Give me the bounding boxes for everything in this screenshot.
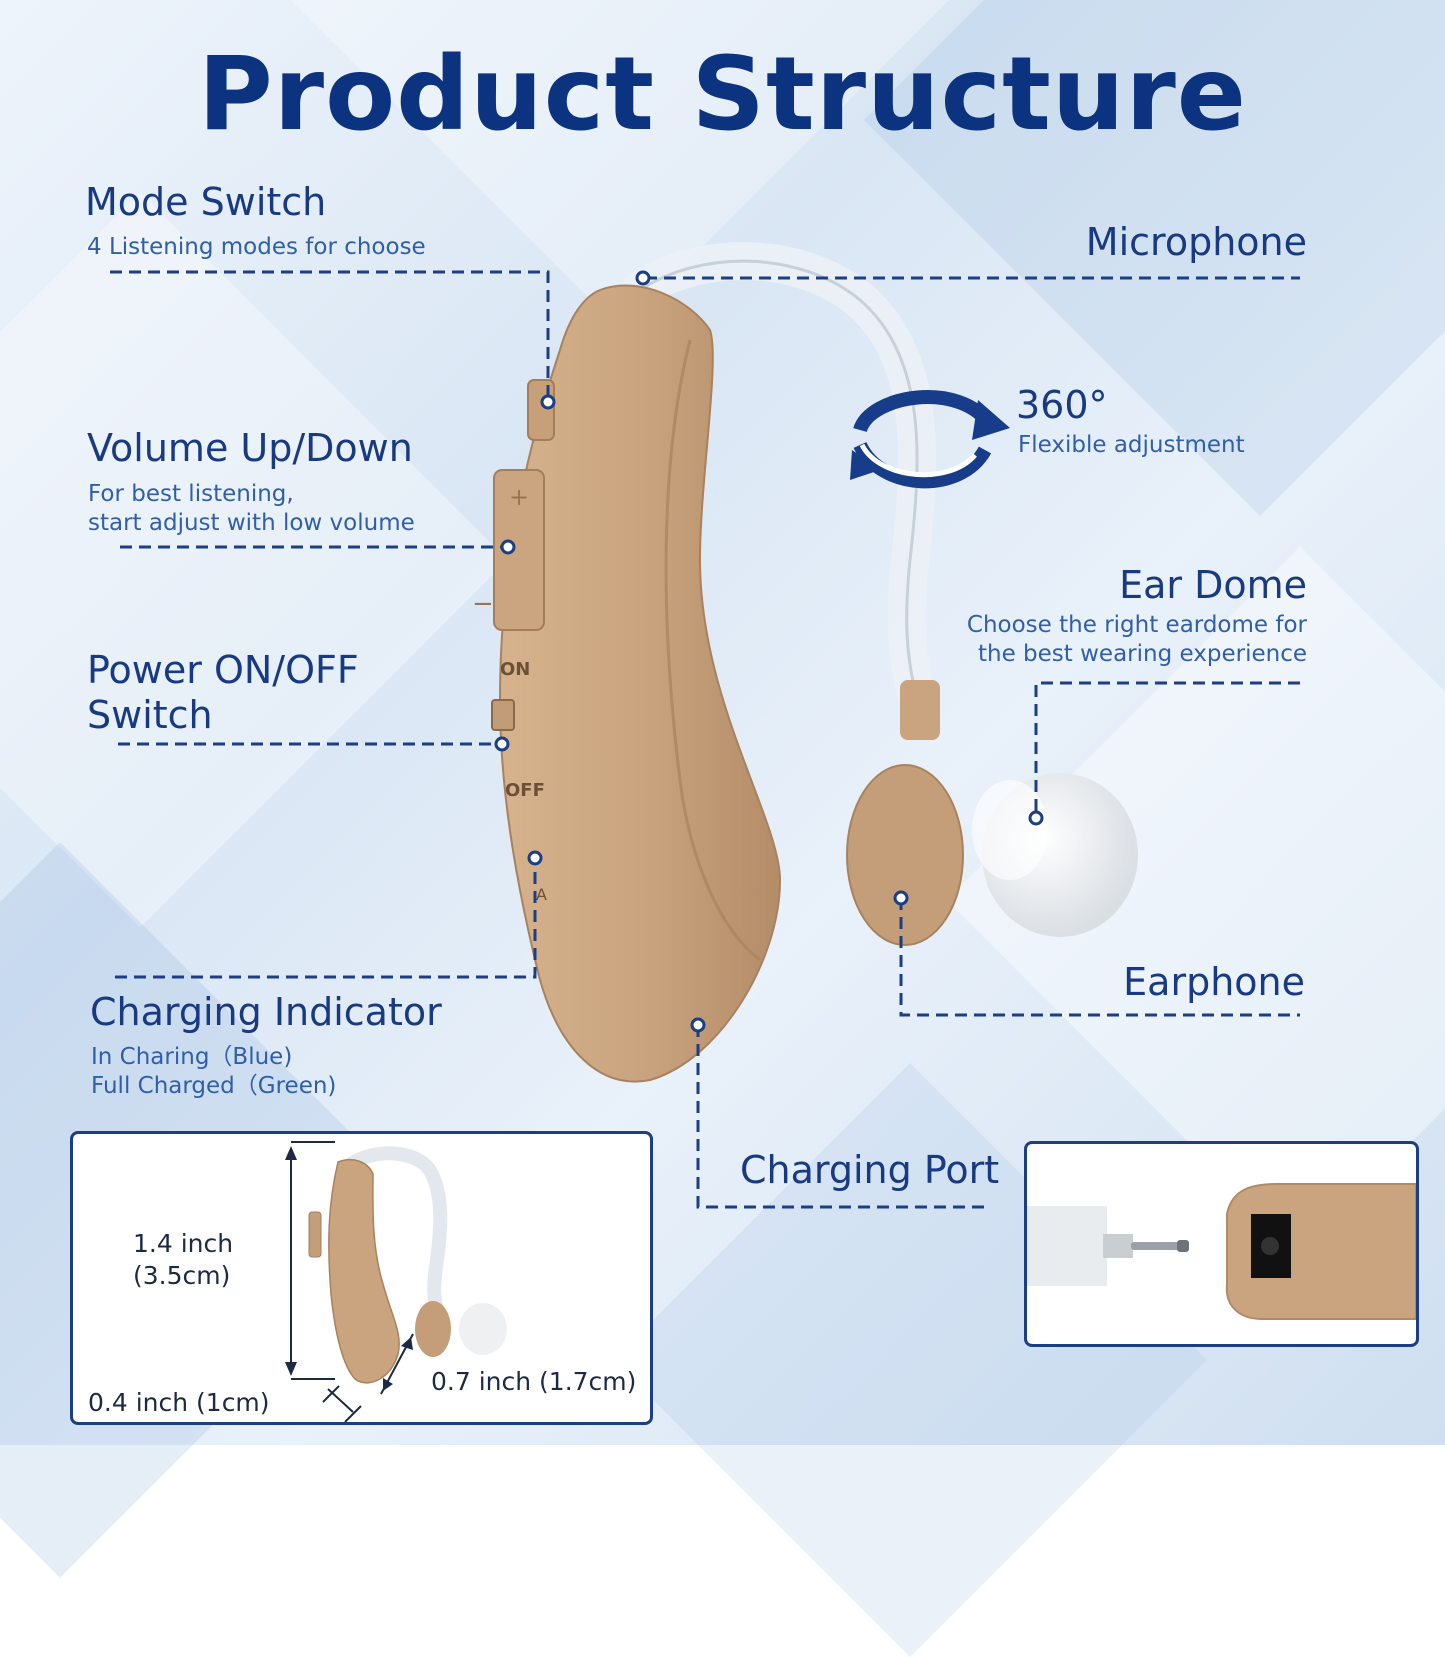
- volume-rocker: [493, 469, 545, 631]
- rotation-title: 360°: [1016, 383, 1108, 427]
- page-title: Product Structure: [198, 35, 1247, 154]
- leader-lines: [110, 270, 1300, 1209]
- charging-port-closeup: [1024, 1141, 1419, 1347]
- charging-indicator-desc-1: In Charing（Blue): [91, 1044, 293, 1070]
- volume-title: Volume Up/Down: [87, 426, 413, 470]
- charging-indicator-title: Charging Indicator: [90, 990, 442, 1034]
- height-label-2: (3.5cm): [133, 1261, 231, 1290]
- width-label: 0.4 inch (1cm): [88, 1388, 270, 1417]
- dimensions-illustration: [285, 1141, 507, 1422]
- ear-dome-desc-1: Choose the right eardome for: [966, 612, 1307, 638]
- off-label: OFF: [505, 780, 545, 801]
- power-title-1: Power ON/OFF: [87, 648, 359, 692]
- dome-size-label: 0.7 inch (1.7cm): [431, 1367, 637, 1396]
- microphone-title: Microphone: [1085, 220, 1307, 264]
- height-label-1: 1.4 inch: [133, 1229, 234, 1258]
- volume-desc-2: start adjust with low volume: [88, 510, 415, 536]
- device-mark: A: [536, 885, 547, 904]
- earphone-body: [846, 764, 964, 946]
- rotation-desc: Flexible adjustment: [1018, 432, 1245, 458]
- charging-port-title: Charging Port: [740, 1148, 1000, 1192]
- power-title-2: Switch: [87, 693, 213, 737]
- volume-minus-icon: −: [472, 589, 494, 619]
- dimensions-box: 1.4 inch (3.5cm) 0.4 inch (1cm) 0.7 inch…: [70, 1131, 653, 1425]
- hearing-aid-illustration: + − ON OFF A: [110, 242, 1300, 1209]
- on-label: ON: [500, 659, 530, 680]
- volume-desc-1: For best listening,: [88, 481, 294, 507]
- leader-dots: [494, 270, 1044, 1033]
- ear-dome-title: Ear Dome: [1119, 563, 1307, 607]
- rotation-arrow-icon: [850, 390, 1010, 489]
- volume-plus-icon: +: [509, 483, 529, 511]
- mode-switch-knob: [527, 379, 555, 441]
- ear-dome-desc-2: the best wearing experience: [978, 641, 1307, 667]
- charging-plug-illustration: [1027, 1183, 1416, 1320]
- power-switch-knob: [491, 699, 515, 731]
- charging-indicator-desc-2: Full Charged（Green): [91, 1073, 337, 1099]
- mode-switch-desc: 4 Listening modes for choose: [87, 234, 426, 260]
- earphone-title: Earphone: [1123, 960, 1305, 1004]
- mode-switch-title: Mode Switch: [85, 180, 327, 224]
